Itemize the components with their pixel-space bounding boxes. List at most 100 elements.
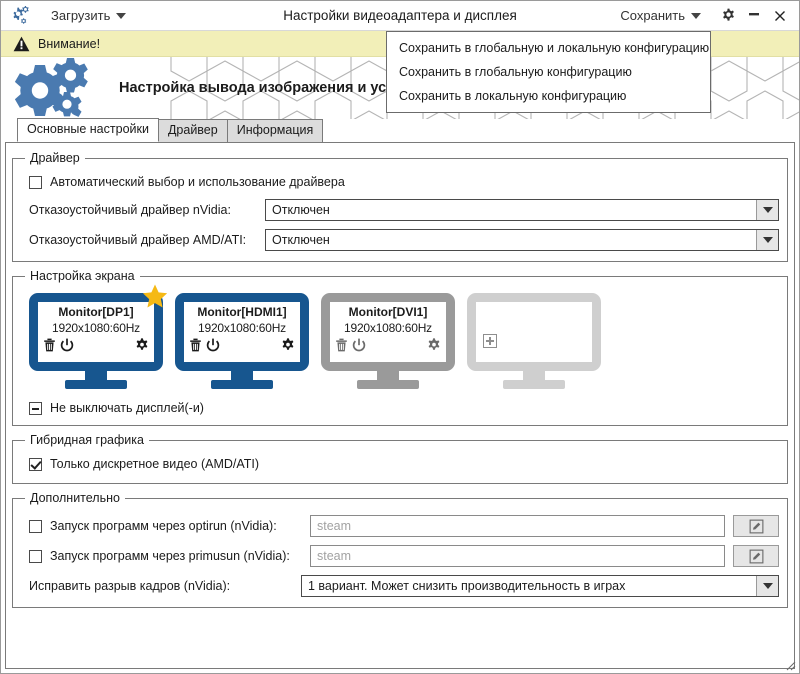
optirun-checkbox[interactable]	[29, 519, 42, 533]
gear-icon[interactable]	[715, 3, 741, 29]
monitor-screen: Monitor[DP1] 1920x1080:60Hz	[29, 293, 163, 371]
menu-item-save-local[interactable]: Сохранить в локальную конфигурацию	[399, 89, 627, 103]
monitor-name: Monitor[DP1]	[58, 305, 134, 319]
nvidia-fallback-row: Отказоустойчивый драйвер nVidia: Отключе…	[29, 199, 779, 221]
primusrun-checkbox[interactable]	[29, 549, 42, 563]
primusrun-placeholder: steam	[317, 549, 352, 563]
tab-main-settings[interactable]: Основные настройки	[17, 118, 159, 142]
driver-group-legend: Драйвер	[30, 151, 80, 165]
pencil-edit-icon	[749, 549, 763, 563]
chevron-down-icon[interactable]	[756, 200, 778, 220]
load-menu-label: Загрузить	[51, 8, 111, 23]
optirun-placeholder: steam	[317, 519, 352, 533]
auto-driver-row[interactable]: Автоматический выбор и использование дра…	[29, 175, 779, 189]
primary-star-icon	[142, 284, 168, 308]
hybrid-graphics-legend: Гибридная графика	[30, 433, 144, 447]
trash-icon[interactable]	[189, 338, 202, 352]
monitor-actions	[335, 338, 441, 352]
tearfix-select[interactable]: 1 вариант. Может снизить производительно…	[301, 575, 779, 597]
keep-display-on-checkbox[interactable]	[29, 401, 42, 415]
monitor-card[interactable]: Monitor[DP1] 1920x1080:60Hz	[29, 284, 168, 389]
monitor-screen: Monitor[HDMI1] 1920x1080:60Hz	[175, 293, 309, 371]
nvidia-fallback-value: Отключен	[272, 203, 330, 217]
save-menu-button[interactable]: Сохранить	[614, 5, 707, 26]
minimize-icon[interactable]	[741, 3, 767, 29]
keep-display-on-row[interactable]: Не выключать дисплей(-и)	[29, 401, 779, 415]
monitor-mode: 1920x1080:60Hz	[52, 321, 140, 335]
amd-fallback-select[interactable]: Отключен	[265, 229, 779, 251]
menu-item-save-global[interactable]: Сохранить в глобальную конфигурацию	[399, 65, 632, 79]
menu-item-save-global-and-local[interactable]: Сохранить в глобальную и локальную конфи…	[399, 41, 710, 55]
monitor-neck	[85, 371, 107, 380]
monitor-base	[357, 380, 419, 389]
optirun-row: Запуск программ через optirun (nVidia): …	[29, 515, 779, 537]
plus-icon[interactable]	[483, 334, 497, 348]
resize-grip[interactable]	[784, 659, 796, 671]
monitor-list: Monitor[DP1] 1920x1080:60Hz	[21, 284, 779, 395]
chevron-down-icon[interactable]	[756, 230, 778, 250]
pencil-edit-icon	[749, 519, 763, 533]
tearfix-value: 1 вариант. Может снизить производительно…	[308, 579, 626, 593]
tab-driver[interactable]: Драйвер	[157, 119, 228, 142]
monitor-neck	[377, 371, 399, 380]
monitor-card[interactable]: Monitor[DVI1] 1920x1080:60Hz	[321, 293, 455, 389]
monitor-screen-empty	[467, 293, 601, 371]
load-menu-button[interactable]: Загрузить	[45, 5, 132, 26]
monitor-actions	[189, 338, 295, 352]
nvidia-fallback-label: Отказоустойчивый драйвер nVidia:	[29, 203, 231, 217]
title-bar: Загрузить Настройки видеоадаптера и дисп…	[1, 1, 799, 31]
amd-fallback-value: Отключен	[272, 233, 330, 247]
tab-bar: Основные настройки Драйвер Информация	[1, 118, 799, 142]
monitor-base	[503, 380, 565, 389]
titlebar-controls: Сохранить	[614, 3, 799, 29]
monitor-mode: 1920x1080:60Hz	[198, 321, 286, 335]
primusrun-edit-button[interactable]	[733, 545, 779, 567]
power-icon[interactable]	[206, 338, 220, 352]
warning-text: Внимание!	[38, 36, 101, 51]
optirun-input[interactable]: steam	[310, 515, 725, 537]
trash-icon[interactable]	[335, 338, 348, 352]
monitor-base	[211, 380, 273, 389]
trash-icon[interactable]	[43, 338, 56, 352]
tearfix-label: Исправить разрыв кадров (nVidia):	[29, 579, 231, 593]
keep-display-on-label: Не выключать дисплей(-и)	[50, 401, 204, 415]
discrete-video-label: Только дискретное видео (AMD/ATI)	[50, 457, 260, 471]
hybrid-graphics-group: Гибридная графика Только дискретное виде…	[12, 433, 788, 484]
monitor-neck	[231, 371, 253, 380]
gear-icon[interactable]	[427, 338, 441, 352]
tab-information[interactable]: Информация	[226, 119, 324, 142]
primusrun-row: Запуск программ через primusun (nVidia):…	[29, 545, 779, 567]
primusrun-label: Запуск программ через primusun (nVidia):	[50, 549, 290, 563]
additional-group: Дополнительно Запуск программ через opti…	[12, 491, 788, 608]
discrete-video-row[interactable]: Только дискретное видео (AMD/ATI)	[29, 457, 779, 471]
save-dropdown-menu: Сохранить в глобальную и локальную конфи…	[386, 31, 711, 113]
auto-driver-checkbox[interactable]	[29, 175, 42, 189]
amd-fallback-label: Отказоустойчивый драйвер AMD/ATI:	[29, 233, 247, 247]
monitor-card[interactable]: Monitor[HDMI1] 1920x1080:60Hz	[175, 293, 309, 389]
warning-triangle-icon	[13, 36, 30, 52]
chevron-down-icon	[116, 12, 127, 19]
close-icon[interactable]	[767, 3, 793, 29]
gear-icon[interactable]	[135, 338, 149, 352]
screen-group-legend: Настройка экрана	[30, 269, 135, 283]
driver-group: Драйвер Автоматический выбор и использов…	[12, 151, 788, 262]
nvidia-fallback-select[interactable]: Отключен	[265, 199, 779, 221]
chevron-down-icon	[691, 12, 701, 19]
additional-group-legend: Дополнительно	[30, 491, 120, 505]
power-icon[interactable]	[352, 338, 366, 352]
chevron-down-icon[interactable]	[756, 576, 778, 596]
monitor-actions	[43, 338, 149, 352]
monitor-mode: 1920x1080:60Hz	[344, 321, 432, 335]
optirun-edit-button[interactable]	[733, 515, 779, 537]
monitor-name: Monitor[HDMI1]	[197, 305, 287, 319]
discrete-video-checkbox[interactable]	[29, 457, 42, 471]
add-monitor-slot[interactable]	[467, 293, 601, 389]
optirun-label: Запуск программ через optirun (nVidia):	[50, 519, 277, 533]
gear-icon[interactable]	[281, 338, 295, 352]
tearfix-row: Исправить разрыв кадров (nVidia): 1 вари…	[29, 575, 779, 597]
amd-fallback-row: Отказоустойчивый драйвер AMD/ATI: Отключ…	[29, 229, 779, 251]
auto-driver-label: Автоматический выбор и использование дра…	[50, 175, 345, 189]
primusrun-input[interactable]: steam	[310, 545, 725, 567]
monitor-neck	[523, 371, 545, 380]
power-icon[interactable]	[60, 338, 74, 352]
